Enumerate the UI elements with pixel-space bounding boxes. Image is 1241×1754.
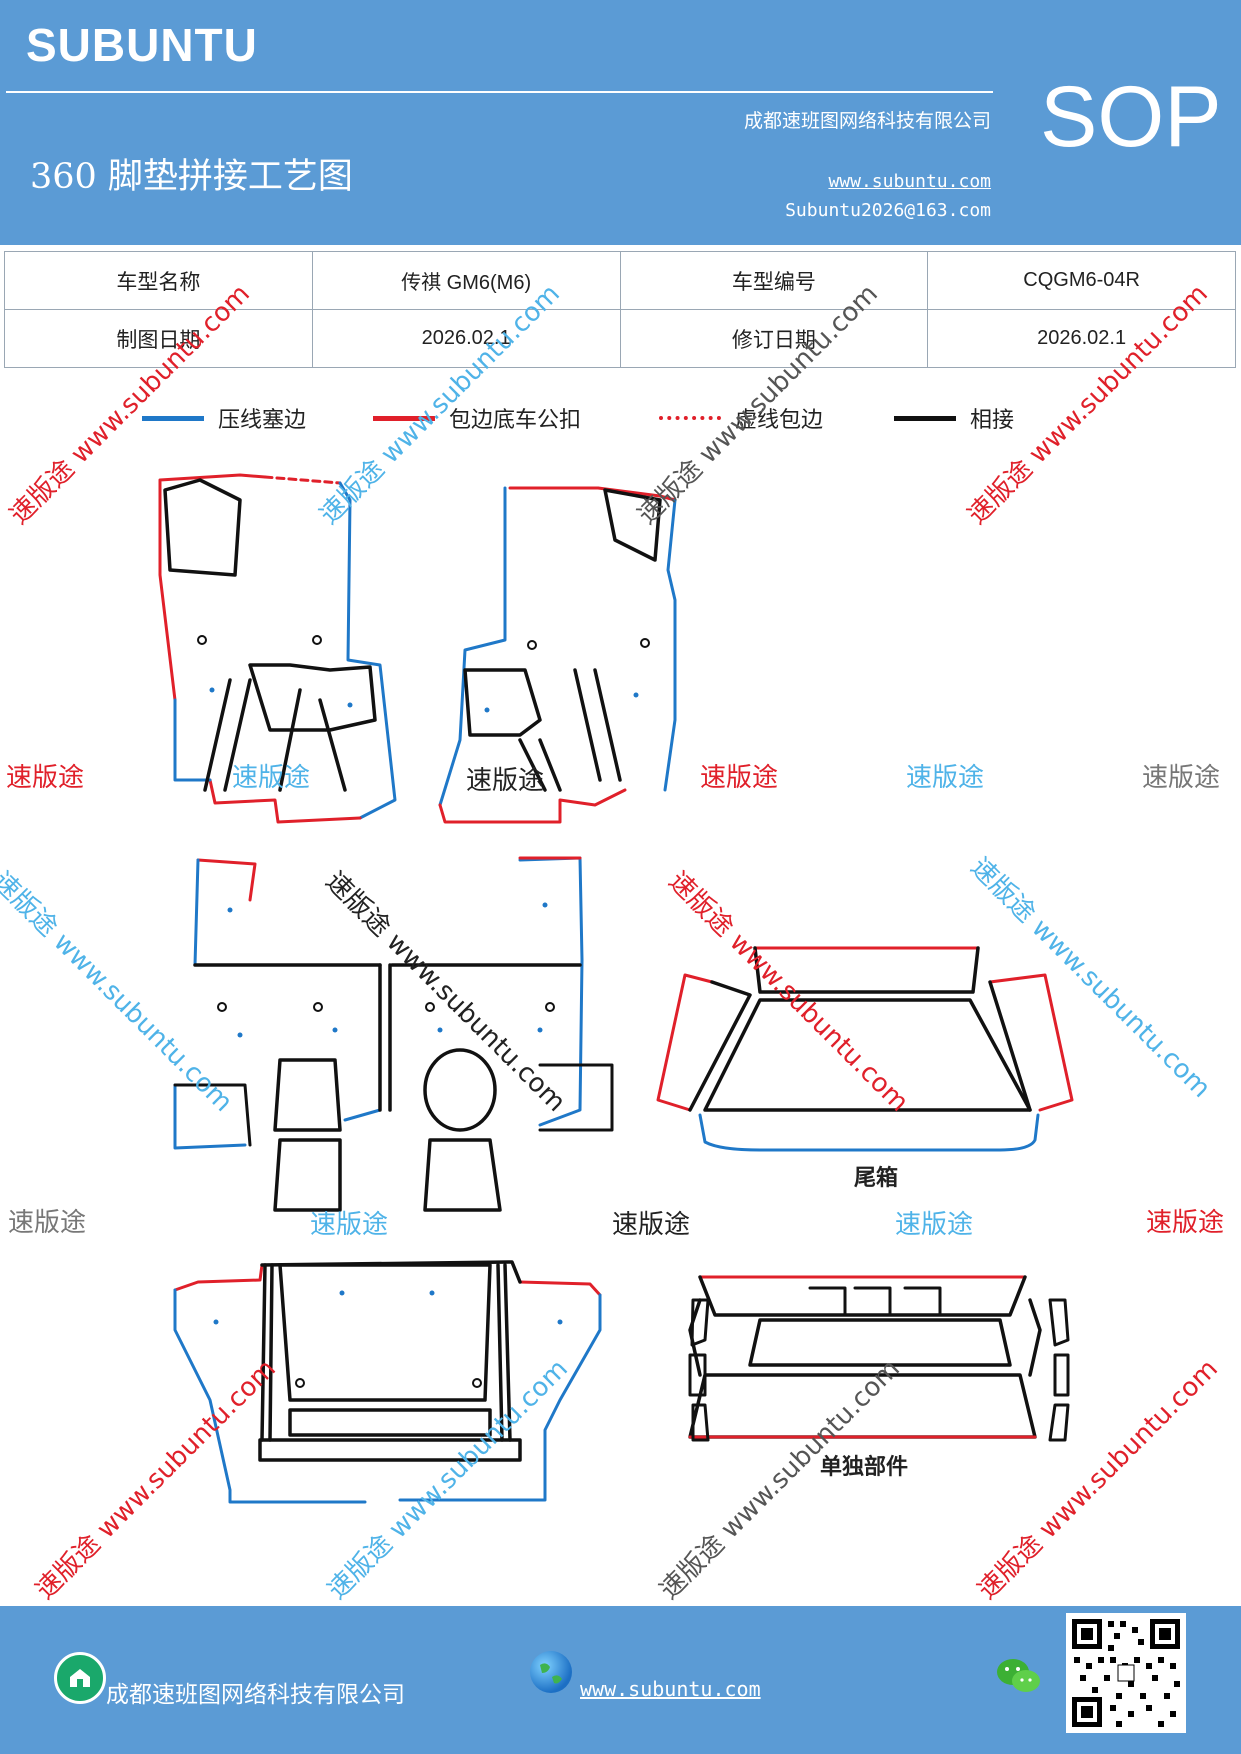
separate-parts bbox=[688, 1275, 1070, 1442]
legend-item-join: 相接 bbox=[894, 398, 1014, 438]
brand-logo: SUBUNTU bbox=[26, 19, 258, 71]
revise-date-label: 修订日期 bbox=[619, 309, 929, 368]
footer-website-link[interactable]: www.subuntu.com bbox=[580, 1677, 761, 1701]
watermark: 速版途 bbox=[310, 1210, 389, 1240]
legend-label: 相接 bbox=[970, 408, 1015, 433]
watermark: 速版途 bbox=[895, 1210, 974, 1240]
watermark: 速版途 bbox=[612, 1210, 691, 1240]
sop-badge: SOP bbox=[1040, 69, 1222, 165]
legend: 压线塞边 包边底车公扣 虚线包边 相接 bbox=[0, 398, 1241, 438]
third-row-mat bbox=[173, 1260, 602, 1504]
legend-swatch bbox=[659, 416, 721, 420]
legend-label: 包边底车公扣 bbox=[449, 408, 582, 433]
draw-date-value: 2026.02.1 bbox=[311, 309, 621, 368]
globe-icon bbox=[530, 1651, 572, 1693]
legend-item-dashed-edge: 虚线包边 bbox=[659, 398, 823, 438]
caption-separate-parts: 单独部件 bbox=[820, 1455, 909, 1480]
legend-item-press-line: 压线塞边 bbox=[142, 398, 306, 438]
watermark: 速版途 bbox=[6, 763, 85, 793]
footer: 成都速班图网络科技有限公司 www.subuntu.com bbox=[0, 1606, 1241, 1754]
model-name-value: 传祺 GM6(M6) bbox=[311, 251, 621, 310]
wechat-icon[interactable] bbox=[995, 1656, 1043, 1696]
header-banner: SUBUNTU SOP 成都速班图网络科技有限公司 360 脚垫拼接工艺图 ww… bbox=[0, 0, 1241, 245]
watermark: 速版途 bbox=[700, 763, 779, 793]
watermark: 速版途 bbox=[906, 763, 985, 793]
legend-item-edge-clip: 包边底车公扣 bbox=[373, 398, 581, 438]
watermark: 速版途 bbox=[466, 766, 545, 796]
revise-date-value: 2026.02.1 bbox=[927, 309, 1236, 368]
front-right-mat bbox=[438, 486, 677, 824]
caption-trunk: 尾箱 bbox=[854, 1166, 899, 1191]
model-code-value: CQGM6-04R bbox=[927, 251, 1236, 310]
floor-mat-diagram bbox=[158, 473, 1074, 1504]
legend-label: 压线塞边 bbox=[218, 408, 307, 433]
website-link[interactable]: www.subuntu.com bbox=[828, 171, 991, 192]
email-address[interactable]: Subuntu2026@163.com bbox=[785, 200, 991, 221]
legend-label: 虚线包边 bbox=[735, 408, 824, 433]
header-divider bbox=[6, 91, 993, 93]
legend-swatch bbox=[373, 415, 435, 421]
watermark: 速版途 bbox=[232, 763, 311, 793]
footer-company-name: 成都速班图网络科技有限公司 bbox=[106, 1682, 405, 1708]
watermark: 速版途 bbox=[1142, 763, 1221, 793]
info-table: 车型名称 传祺 GM6(M6) 车型编号 CQGM6-04R 制图日期 2026… bbox=[4, 251, 1236, 368]
second-row-mat bbox=[173, 856, 614, 1212]
draw-date-label: 制图日期 bbox=[4, 309, 313, 368]
company-name: 成都速班图网络科技有限公司 bbox=[743, 110, 991, 132]
building-icon bbox=[54, 1652, 106, 1704]
front-left-mat bbox=[158, 473, 397, 824]
trunk-mat bbox=[656, 946, 1074, 1152]
qr-code[interactable] bbox=[1066, 1613, 1186, 1733]
watermark: 速版途 bbox=[8, 1208, 87, 1238]
legend-swatch bbox=[142, 415, 204, 421]
legend-swatch bbox=[894, 415, 956, 421]
table-row: 制图日期 2026.02.1 修订日期 2026.02.1 bbox=[4, 309, 1236, 368]
page-title: 360 脚垫拼接工艺图 bbox=[30, 157, 353, 197]
table-row: 车型名称 传祺 GM6(M6) 车型编号 CQGM6-04R bbox=[4, 251, 1236, 310]
model-name-label: 车型名称 bbox=[4, 251, 313, 310]
watermark: 速版途 bbox=[1146, 1208, 1225, 1238]
